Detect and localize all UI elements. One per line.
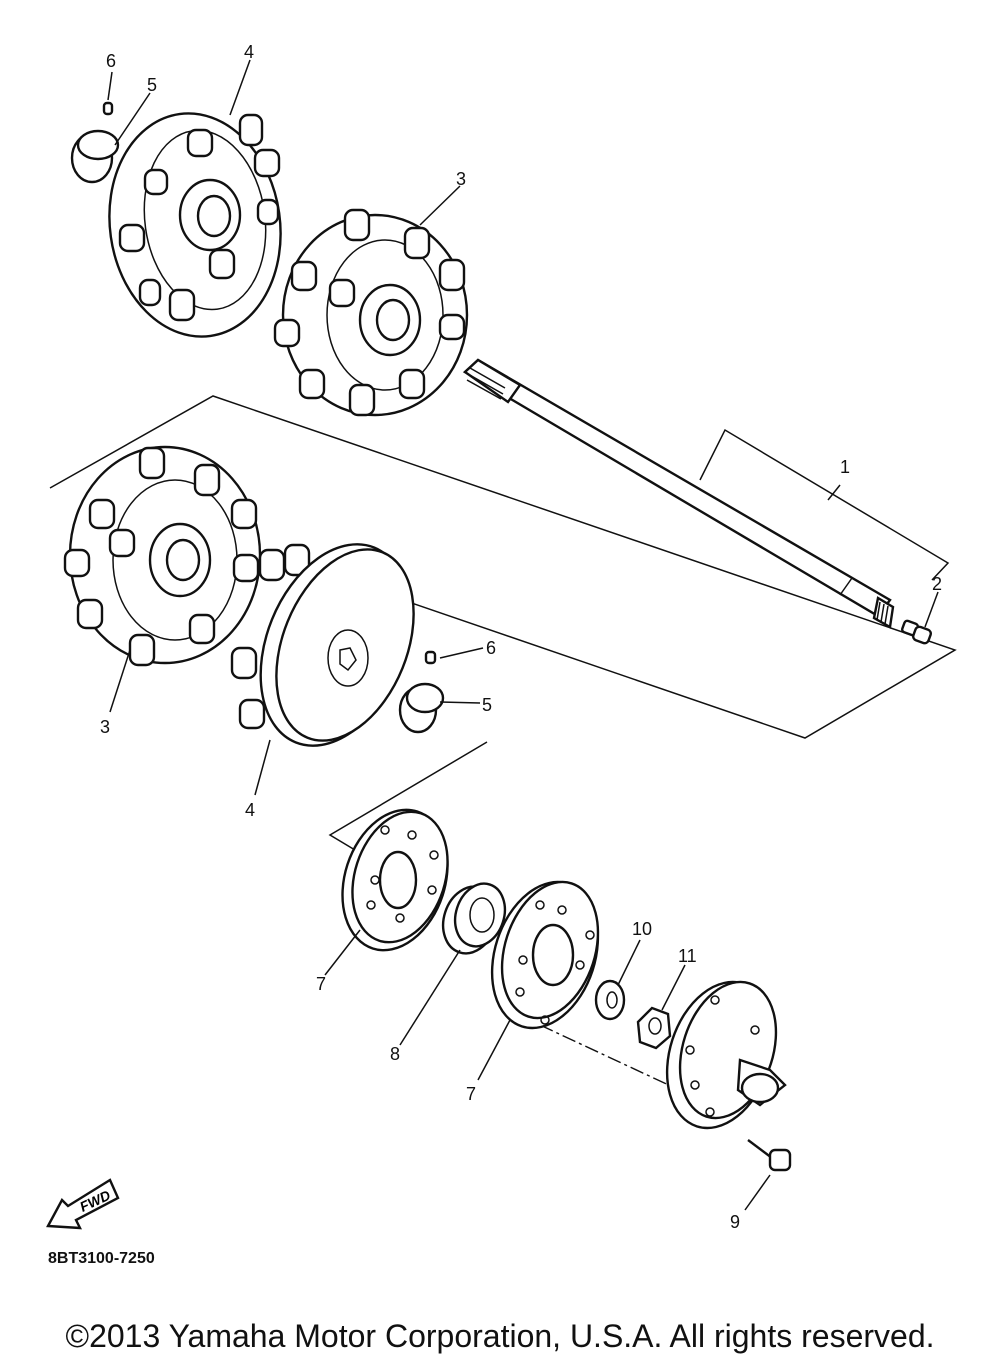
callout-numbers: 1 2 3 3 4 4 5 5 6 6 7 7 8 9 10 11 bbox=[100, 42, 942, 1232]
callout-1-bracket bbox=[699, 428, 950, 581]
collar-lower bbox=[398, 650, 445, 734]
washer bbox=[594, 979, 626, 1021]
callout-7-right: 7 bbox=[466, 1084, 476, 1104]
copyright-notice: ©2013 Yamaha Motor Corporation, U.S.A. A… bbox=[65, 1318, 935, 1354]
idler-wheel-lower bbox=[230, 543, 415, 747]
nut bbox=[636, 1006, 672, 1050]
callout-4-upper: 4 bbox=[244, 42, 254, 62]
hub-flange bbox=[665, 980, 787, 1130]
bearing-housing-right bbox=[490, 880, 600, 1030]
small-bolt bbox=[901, 591, 939, 645]
callout-8: 8 bbox=[390, 1044, 400, 1064]
callout-6-upper: 6 bbox=[106, 51, 116, 71]
callout-10: 10 bbox=[632, 919, 652, 939]
callout-1: 1 bbox=[840, 457, 850, 477]
assembly-frame-lines bbox=[49, 395, 957, 1096]
callout-4-lower: 4 bbox=[245, 800, 255, 820]
callout-3-lower: 3 bbox=[100, 717, 110, 737]
sprocket-small-lower bbox=[63, 445, 262, 667]
bearing bbox=[441, 882, 507, 955]
part-code: 8BT3100-7250 bbox=[48, 1250, 155, 1267]
sprocket-large-upper bbox=[108, 112, 282, 338]
sprocket-small-upper bbox=[273, 208, 469, 417]
callout-6-lower: 6 bbox=[486, 638, 496, 658]
callout-5-lower: 5 bbox=[482, 695, 492, 715]
drive-shaft bbox=[463, 358, 895, 629]
callout-3-upper: 3 bbox=[456, 169, 466, 189]
callout-5-upper: 5 bbox=[147, 75, 157, 95]
callout-2: 2 bbox=[932, 574, 942, 594]
leader-lines bbox=[107, 59, 686, 1081]
bearing-housing-left bbox=[341, 808, 449, 952]
callout-11: 11 bbox=[678, 946, 697, 966]
collar-upper bbox=[70, 101, 120, 184]
forward-arrow-icon: FWD bbox=[46, 1178, 120, 1230]
callout-7-left: 7 bbox=[316, 974, 326, 994]
callout-9: 9 bbox=[730, 1212, 740, 1232]
hex-bolt bbox=[744, 1139, 792, 1211]
